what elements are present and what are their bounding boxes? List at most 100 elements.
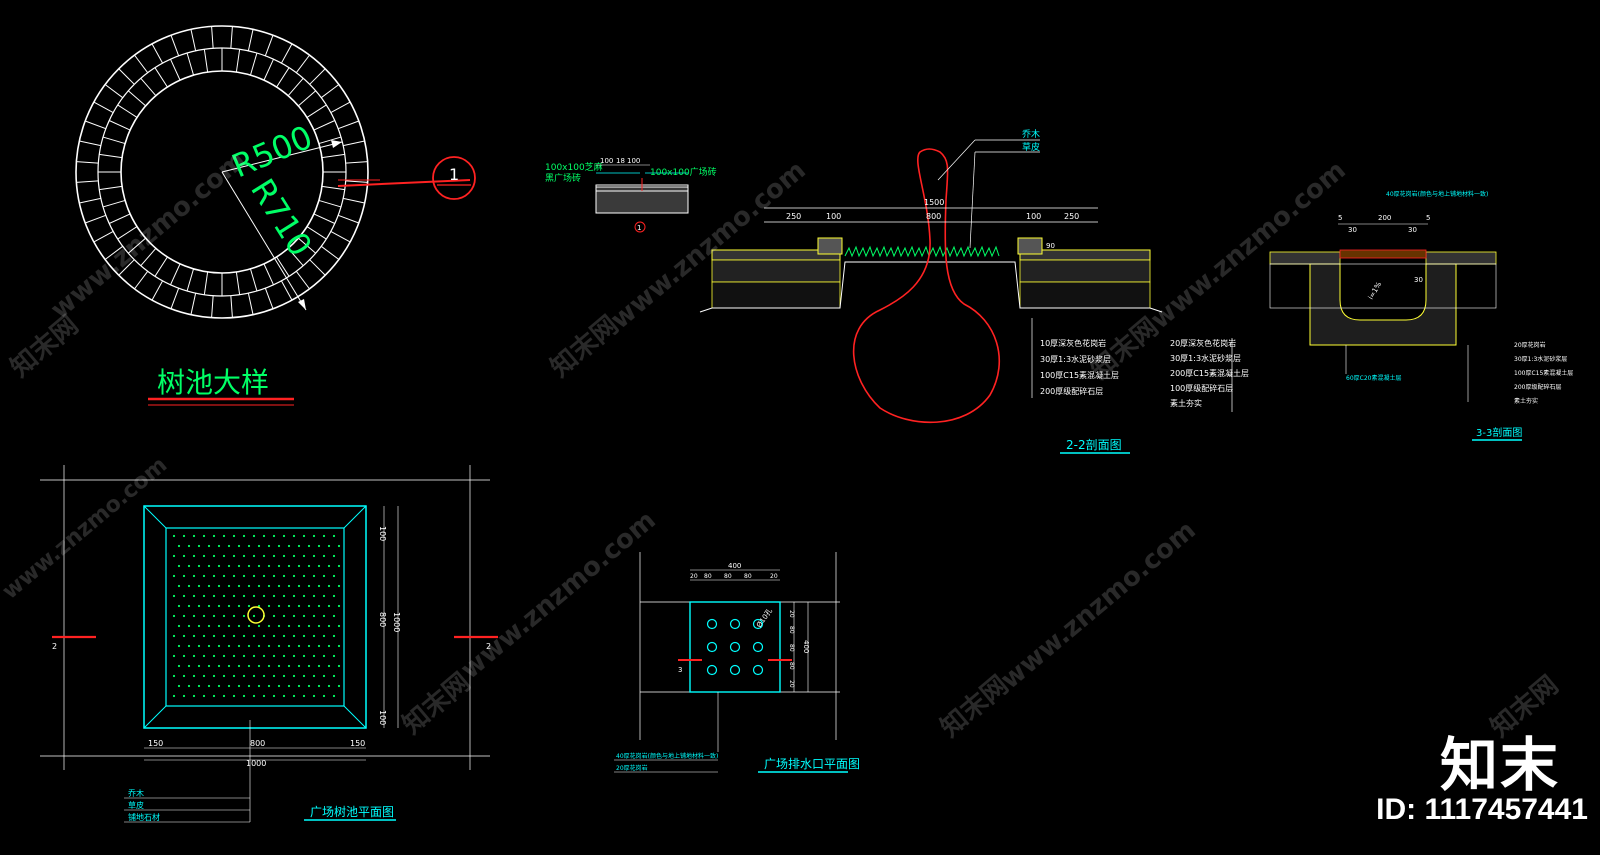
turf-dot: [297, 644, 301, 648]
turf-dot: [172, 534, 176, 538]
turf-dot: [182, 594, 186, 598]
turf-dot: [337, 604, 341, 608]
turf-dot: [252, 674, 256, 678]
turf-dot: [177, 644, 181, 648]
turf-dot: [267, 644, 271, 648]
turf-dot: [207, 584, 211, 588]
s33-layer-4: 200厚级配碎石层: [1514, 383, 1561, 391]
s33-top-label: 40厚花岗岩(颜色与地上铺地材料一致): [1386, 190, 1488, 198]
s33-channel-body: [1309, 263, 1457, 346]
plaza-miter-tr: [343, 505, 367, 529]
turf-dot: [212, 554, 216, 558]
s22-layer-right-1: 20厚深灰色花岗岩: [1170, 338, 1236, 348]
turf-dot: [202, 634, 206, 638]
turf-dot: [302, 674, 306, 678]
turf-dot: [257, 664, 261, 668]
brick-joint-outer: [190, 293, 197, 315]
brick-joint-outer: [85, 120, 106, 130]
turf-dot: [282, 554, 286, 558]
paver-dim-a: 100: [600, 157, 613, 165]
turf-dot: [227, 544, 231, 548]
s22-layer-right-2: 30厚1:3水泥砂浆层: [1170, 353, 1241, 363]
plaza-miter-tl: [143, 505, 167, 529]
turf-dot: [202, 654, 206, 658]
turf-dot: [197, 564, 201, 568]
paver-label-left-2: 黑广场砖: [545, 172, 581, 184]
turf-dot: [322, 594, 326, 598]
plaza-plan-title: 广场树池平面图: [310, 804, 394, 819]
plaza-dim-b2: 800: [250, 739, 265, 748]
turf-dot: [182, 634, 186, 638]
brick-joint-inner: [306, 226, 327, 240]
brick-joint-outer: [190, 29, 197, 51]
turf-dot: [327, 684, 331, 688]
brick-joint-inner: [140, 77, 157, 96]
turf-dot: [272, 654, 276, 658]
turf-dot: [212, 654, 216, 658]
plaza-marker-right: 2: [486, 642, 491, 651]
turf-dot: [312, 534, 316, 538]
turf-dot: [337, 584, 341, 588]
section-3-3: 40厚花岗岩(颜色与地上铺地材料一致) 5 30 200 30 5 i=1% 3…: [1269, 190, 1573, 441]
watermark-6: www.znzmo.com: [0, 453, 172, 605]
plaza-legend-1: 乔木: [128, 788, 144, 798]
brick-joint-outer: [309, 259, 326, 276]
paver-dim-c: 100: [627, 157, 640, 165]
turf-dot: [222, 654, 226, 658]
s22-label-turf: 草皮: [1022, 141, 1040, 153]
turf-dot: [327, 624, 331, 628]
turf-dot: [247, 564, 251, 568]
turf-dot: [207, 604, 211, 608]
s22-layer-left-4: 200厚级配碎石层: [1040, 386, 1103, 396]
watermark-4: www.znzmo.com: [455, 505, 661, 685]
turf-dot: [217, 644, 221, 648]
s33-pave-left: [1269, 251, 1341, 265]
brick-joint-outer: [230, 295, 233, 318]
drain-hole: [729, 618, 741, 630]
s33-layer-1: 20厚花岗岩: [1514, 341, 1546, 349]
brick-joint-inner: [127, 90, 146, 107]
brick-joint-outer: [280, 280, 293, 301]
turf-dot: [327, 584, 331, 588]
turf-dot: [272, 614, 276, 618]
turf-dot: [292, 694, 296, 698]
plaza-dim-r-total: 1000: [392, 612, 401, 632]
turf-dot: [332, 554, 336, 558]
brick-joint-outer: [93, 101, 114, 114]
turf-dot: [247, 624, 251, 628]
turf-dot: [187, 644, 191, 648]
turf-dot: [322, 694, 326, 698]
turf-dot: [337, 664, 341, 668]
brick-joint-outer: [104, 84, 124, 99]
turf-dot: [302, 634, 306, 638]
turf-dot: [257, 624, 261, 628]
plaza-dim-r3: 100: [378, 710, 387, 725]
brand-logo-text: 知末: [1439, 731, 1560, 799]
brick-joint-inner: [102, 199, 126, 208]
turf-dot: [222, 554, 226, 558]
brick-joint-inner: [99, 153, 123, 159]
turf-dot: [242, 634, 246, 638]
turf-dot: [322, 574, 326, 578]
drain-hole: [729, 641, 741, 653]
turf-dot: [172, 594, 176, 598]
plaza-tree-pit-plan: 150 800 150 1000 100 800 100 1000 2 2 乔木…: [40, 465, 498, 823]
turf-dot: [282, 674, 286, 678]
s22-tree-root-ball: [852, 148, 1000, 424]
turf-dot: [187, 664, 191, 668]
turf-dot: [337, 544, 341, 548]
drain-grate-frame: [689, 601, 781, 693]
turf-dot: [327, 644, 331, 648]
turf-dot: [277, 684, 281, 688]
plaza-pit-inner-frame: [165, 527, 345, 707]
plaza-dim-b-total: 1000: [246, 759, 266, 768]
turf-dot: [262, 574, 266, 578]
s33-slope: i=1%: [1367, 280, 1384, 301]
s33-gravel-base: [1269, 263, 1497, 309]
turf-dot: [327, 564, 331, 568]
turf-dot: [212, 534, 216, 538]
drain-dim-right-2: 80: [788, 626, 795, 634]
drain-dim-right-1: 20: [788, 610, 795, 618]
turf-dot: [337, 684, 341, 688]
brick-joint-outer: [170, 35, 180, 56]
